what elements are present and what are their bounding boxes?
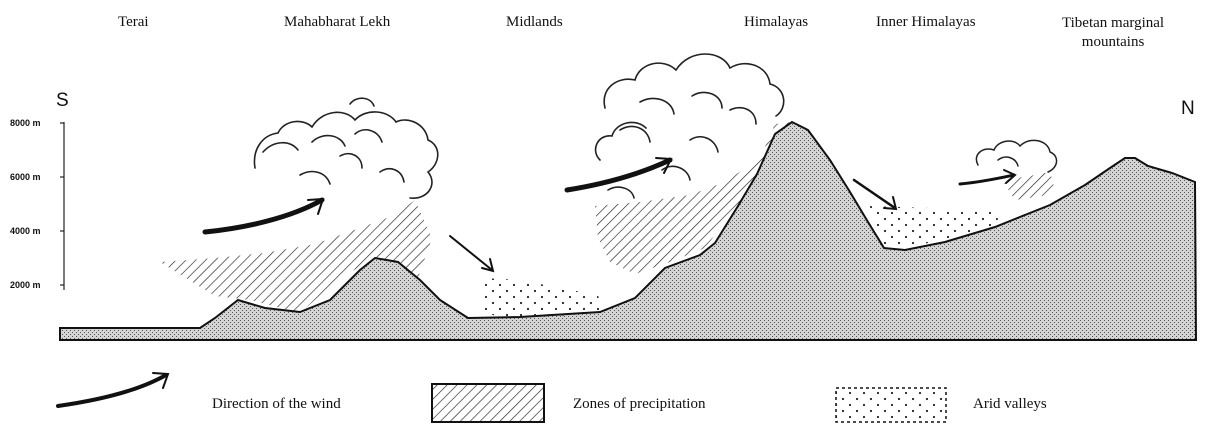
cloud-mahabharat <box>254 98 437 198</box>
altitude-axis <box>60 122 64 290</box>
legend-arid-label: Arid valleys <box>973 396 1047 413</box>
legend-precipitation-symbol <box>432 384 544 422</box>
legend-wind-label: Direction of the wind <box>212 396 341 413</box>
arid-valley-midlands <box>482 278 602 317</box>
cloud-tibetan <box>976 140 1056 172</box>
legend-precipitation-label: Zones of precipitation <box>573 396 705 413</box>
legend-arid-symbol <box>836 388 946 422</box>
legend-wind-symbol <box>58 373 168 406</box>
